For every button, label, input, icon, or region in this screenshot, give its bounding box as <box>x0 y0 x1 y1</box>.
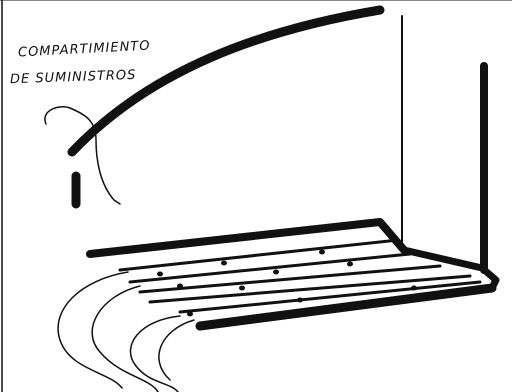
rail-dot <box>273 270 279 275</box>
rail-dot <box>319 250 325 255</box>
rail-2 <box>130 254 410 282</box>
rail-dot <box>221 261 227 266</box>
rail-dot <box>297 298 303 303</box>
ribbon-1 <box>58 272 128 388</box>
rail-dot <box>411 286 417 291</box>
rail-dot <box>157 272 163 277</box>
tray-top-edge <box>90 222 404 254</box>
rail-3 <box>140 266 440 292</box>
ribbon-4 <box>159 320 194 380</box>
rail-dot <box>187 312 193 317</box>
rail-dot <box>239 286 245 291</box>
rail-dot <box>347 262 353 267</box>
ribbon-3 <box>130 316 180 392</box>
rail-dot <box>177 284 183 289</box>
